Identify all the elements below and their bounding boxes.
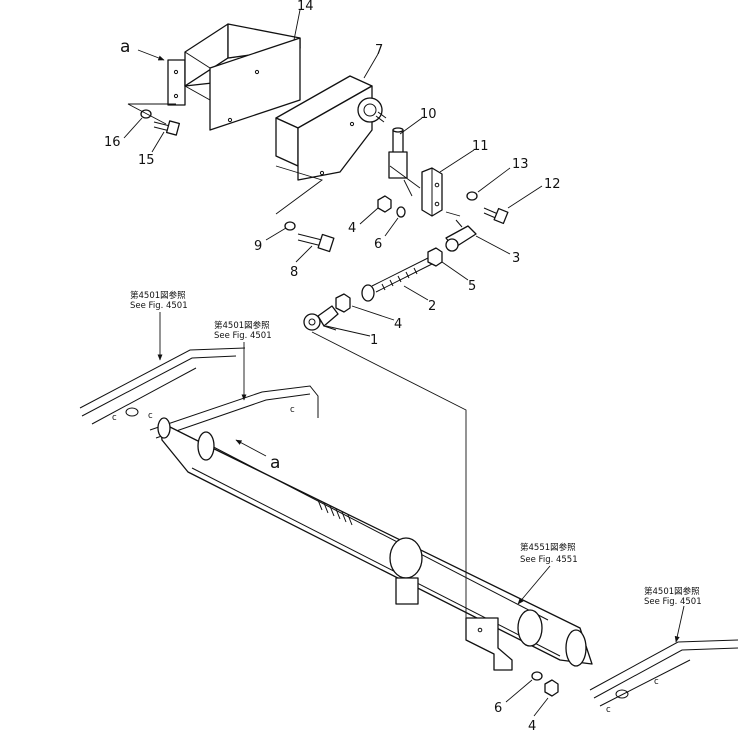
rod-end-part-1 [303,305,339,331]
bolt-part-12 [483,207,509,225]
svg-text:c: c [112,413,117,423]
callout-11: 11 [472,139,489,154]
frame-fragment-mid: c [149,385,319,439]
callout-3: 3 [512,251,520,266]
washer-part-6-upper [396,206,406,218]
callout-5: 5 [468,279,476,294]
callout-13: 13 [512,157,529,172]
housing-part-7 [275,75,387,181]
nut-part-4-middle [335,293,351,313]
ref-3-en: See Fig. 4551 [520,555,578,565]
svg-text:c: c [654,677,659,687]
washer-part-13 [466,191,478,201]
threaded-rod-part-2 [361,257,433,302]
reference-arrows [157,312,685,643]
svg-text:c: c [290,405,295,415]
main-shaft [157,417,593,667]
callout-4-lower: 4 [528,719,536,734]
nut-part-4-upper [377,195,392,213]
pin-part-10 [388,127,408,179]
leader-lines [123,9,549,717]
view-mark-middle: a [270,453,280,473]
bolt-part-8 [297,233,335,253]
callout-15: 15 [138,153,155,168]
ref-4-en: See Fig. 4501 [644,597,702,607]
ref-3-jp: 第4551図参照 [520,542,576,553]
bracket-part-14 [167,23,301,131]
lower-bracket [465,617,513,671]
callout-2: 2 [428,299,436,314]
callout-8: 8 [290,265,298,280]
callout-4-upper: 4 [348,221,356,236]
nut-part-4-lower [544,679,559,697]
ref-2-jp: 第4501図参照 [214,320,270,331]
ref-1-en: See Fig. 4501 [130,301,188,311]
washer-part-9 [284,221,296,231]
callout-6-lower: 6 [494,701,502,716]
frame-fragment-right: c c [589,639,739,715]
callout-14: 14 [297,0,314,14]
svg-text:c: c [606,705,611,715]
rod-end-part-3 [445,219,477,252]
assembly-lines [127,103,467,618]
ref-1-jp: 第4501図参照 [130,290,186,301]
view-arrow-middle [235,439,267,457]
callout-12: 12 [544,177,561,192]
callout-9: 9 [254,239,262,254]
ref-4-jp: 第4501図参照 [644,586,700,597]
callout-16: 16 [104,135,121,150]
view-mark-top: a [120,37,130,57]
washer-part-6-lower [531,671,543,681]
callout-7: 7 [375,43,383,58]
frame-fragment-left: c c [79,347,246,425]
callout-6-upper: 6 [374,237,382,252]
callout-10: 10 [420,107,437,122]
callout-4-middle: 4 [394,317,402,332]
svg-text:c: c [148,411,153,421]
view-arrow-top [137,49,165,61]
lever-plate-part-11 [421,167,443,217]
nut-part-5 [427,247,443,267]
bolt-part-15 [153,120,181,136]
callout-1: 1 [370,333,378,348]
ref-2-en: See Fig. 4501 [214,331,272,341]
